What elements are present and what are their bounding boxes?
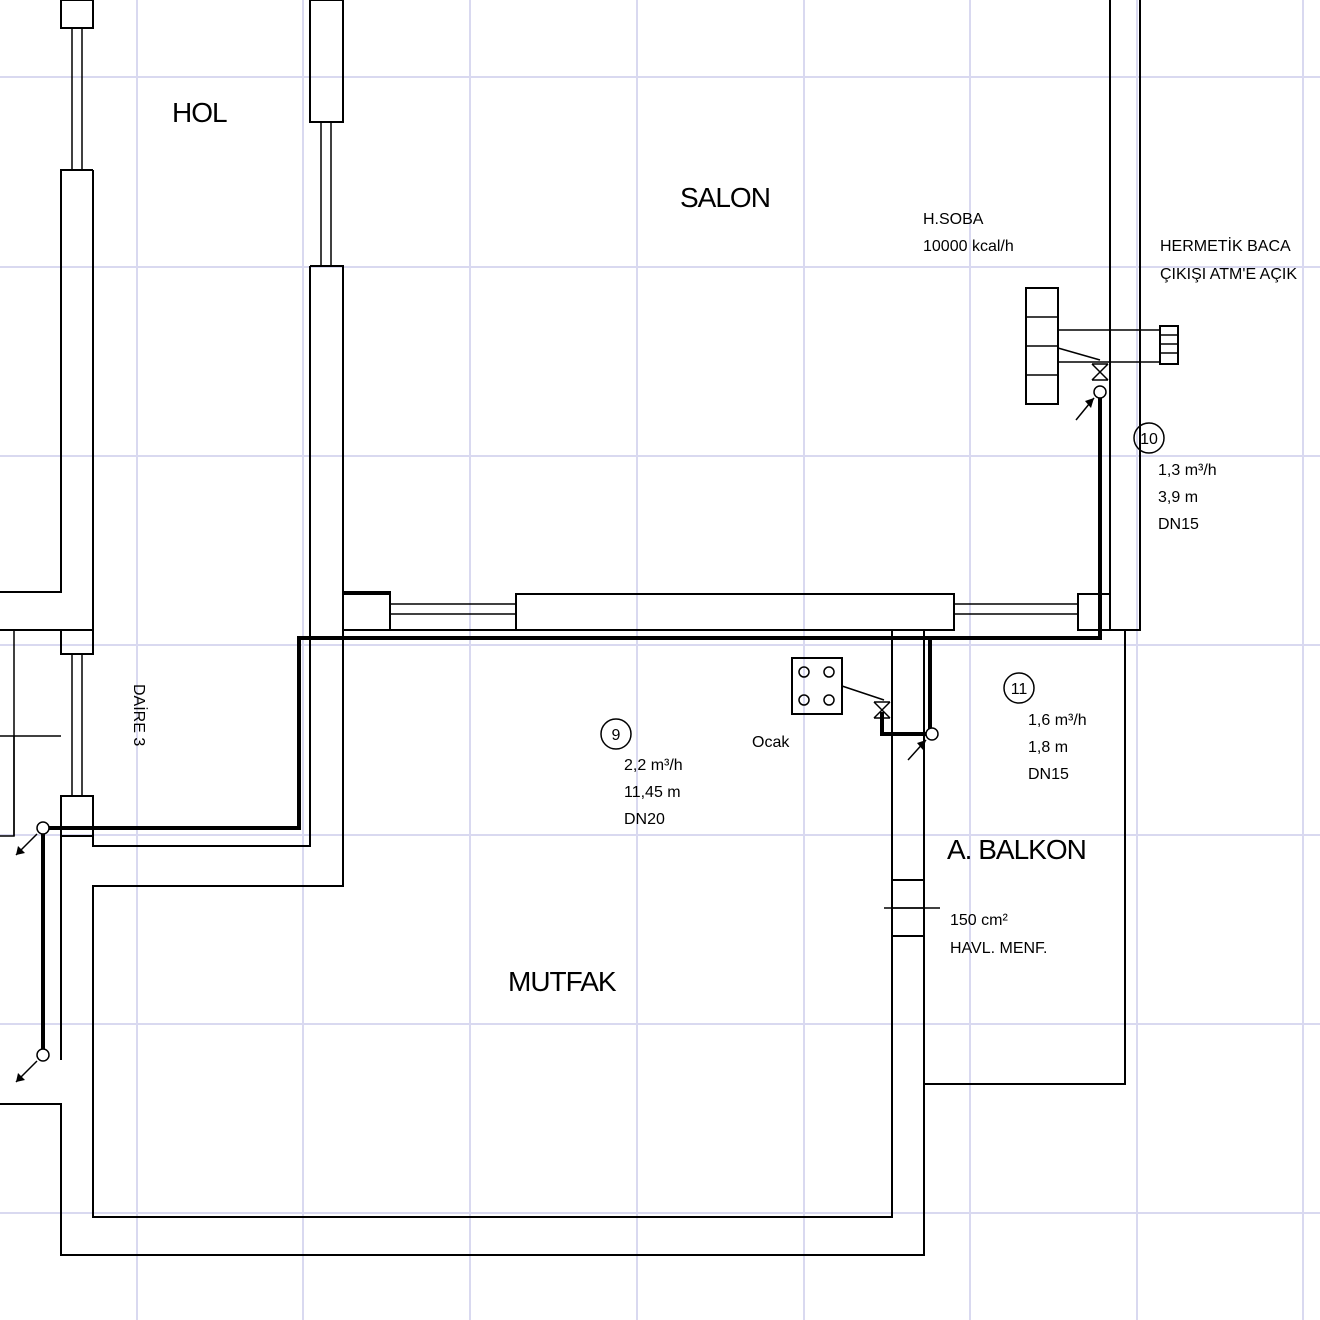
segment-length: 1,8 m (1028, 739, 1068, 756)
chimney-note-line2: ÇIKIŞI ATM'E AÇIK (1160, 266, 1297, 283)
wall-left-upper (0, 169, 93, 593)
window-salon-mutfak (515, 593, 955, 631)
room-label-salon: SALON (680, 182, 770, 213)
room-label-daire: DAİRE 3 (130, 684, 149, 746)
pipe-node-icon (36, 1048, 50, 1062)
segment-number: 9 (612, 727, 621, 744)
cooktop-name: Ocak (752, 734, 790, 751)
segment-length: 11,45 m (624, 784, 681, 801)
segment-flow: 1,6 m³/h (1028, 712, 1087, 729)
vent-area: 150 cm² (950, 912, 1008, 929)
valve-node-icon (1093, 385, 1107, 399)
cooktop-icon (791, 657, 843, 715)
room-label-mutfak: MUTFAK (508, 966, 617, 997)
balcony-outline (923, 630, 1126, 1085)
segment-diameter: DN15 (1028, 766, 1069, 783)
fittings (15, 347, 1109, 1083)
wall-right (1109, 0, 1141, 631)
chimney-terminal-icon (1159, 325, 1179, 365)
segment-diameter: DN15 (1158, 516, 1199, 533)
segment-number: 11 (1011, 681, 1028, 698)
segment-number: 10 (1140, 431, 1158, 448)
valve-icon (873, 701, 891, 719)
vent-label: HAVL. MENF. (950, 940, 1048, 957)
pipe-node-icon (36, 821, 50, 835)
stove-capacity: 10000 kcal/h (923, 238, 1014, 255)
tile-pattern (0, 629, 61, 837)
segment-flow: 2,2 m³/h (624, 757, 683, 774)
segment-tag-10: 10 1,3 m³/h 3,9 m DN15 (1133, 422, 1217, 533)
room-label-hol: HOL (172, 97, 227, 128)
gas-pipe-network (41, 395, 1102, 1055)
segment-diameter: DN20 (624, 811, 665, 828)
valve-node-icon (925, 727, 939, 741)
wall-left-top (60, 0, 94, 29)
segment-length: 3,9 m (1158, 489, 1198, 506)
stove-appliance (1025, 287, 1179, 405)
valve-icon (1091, 363, 1109, 381)
gas-pipe-main (43, 395, 1102, 830)
segment-flow: 1,3 m³/h (1158, 462, 1217, 479)
chimney-note-line1: HERMETİK BACA (1160, 236, 1291, 255)
segment-tag-9: 9 2,2 m³/h 11,45 m DN20 (600, 718, 683, 828)
wall-hol-salon-top (309, 0, 344, 123)
cooktop-appliance (791, 657, 843, 715)
room-label-balkon: A. BALKON (947, 834, 1086, 865)
segment-tag-11: 11 1,6 m³/h 1,8 m DN15 (1003, 672, 1087, 783)
walls (0, 0, 1141, 1256)
stove-name: H.SOBA (923, 211, 984, 228)
